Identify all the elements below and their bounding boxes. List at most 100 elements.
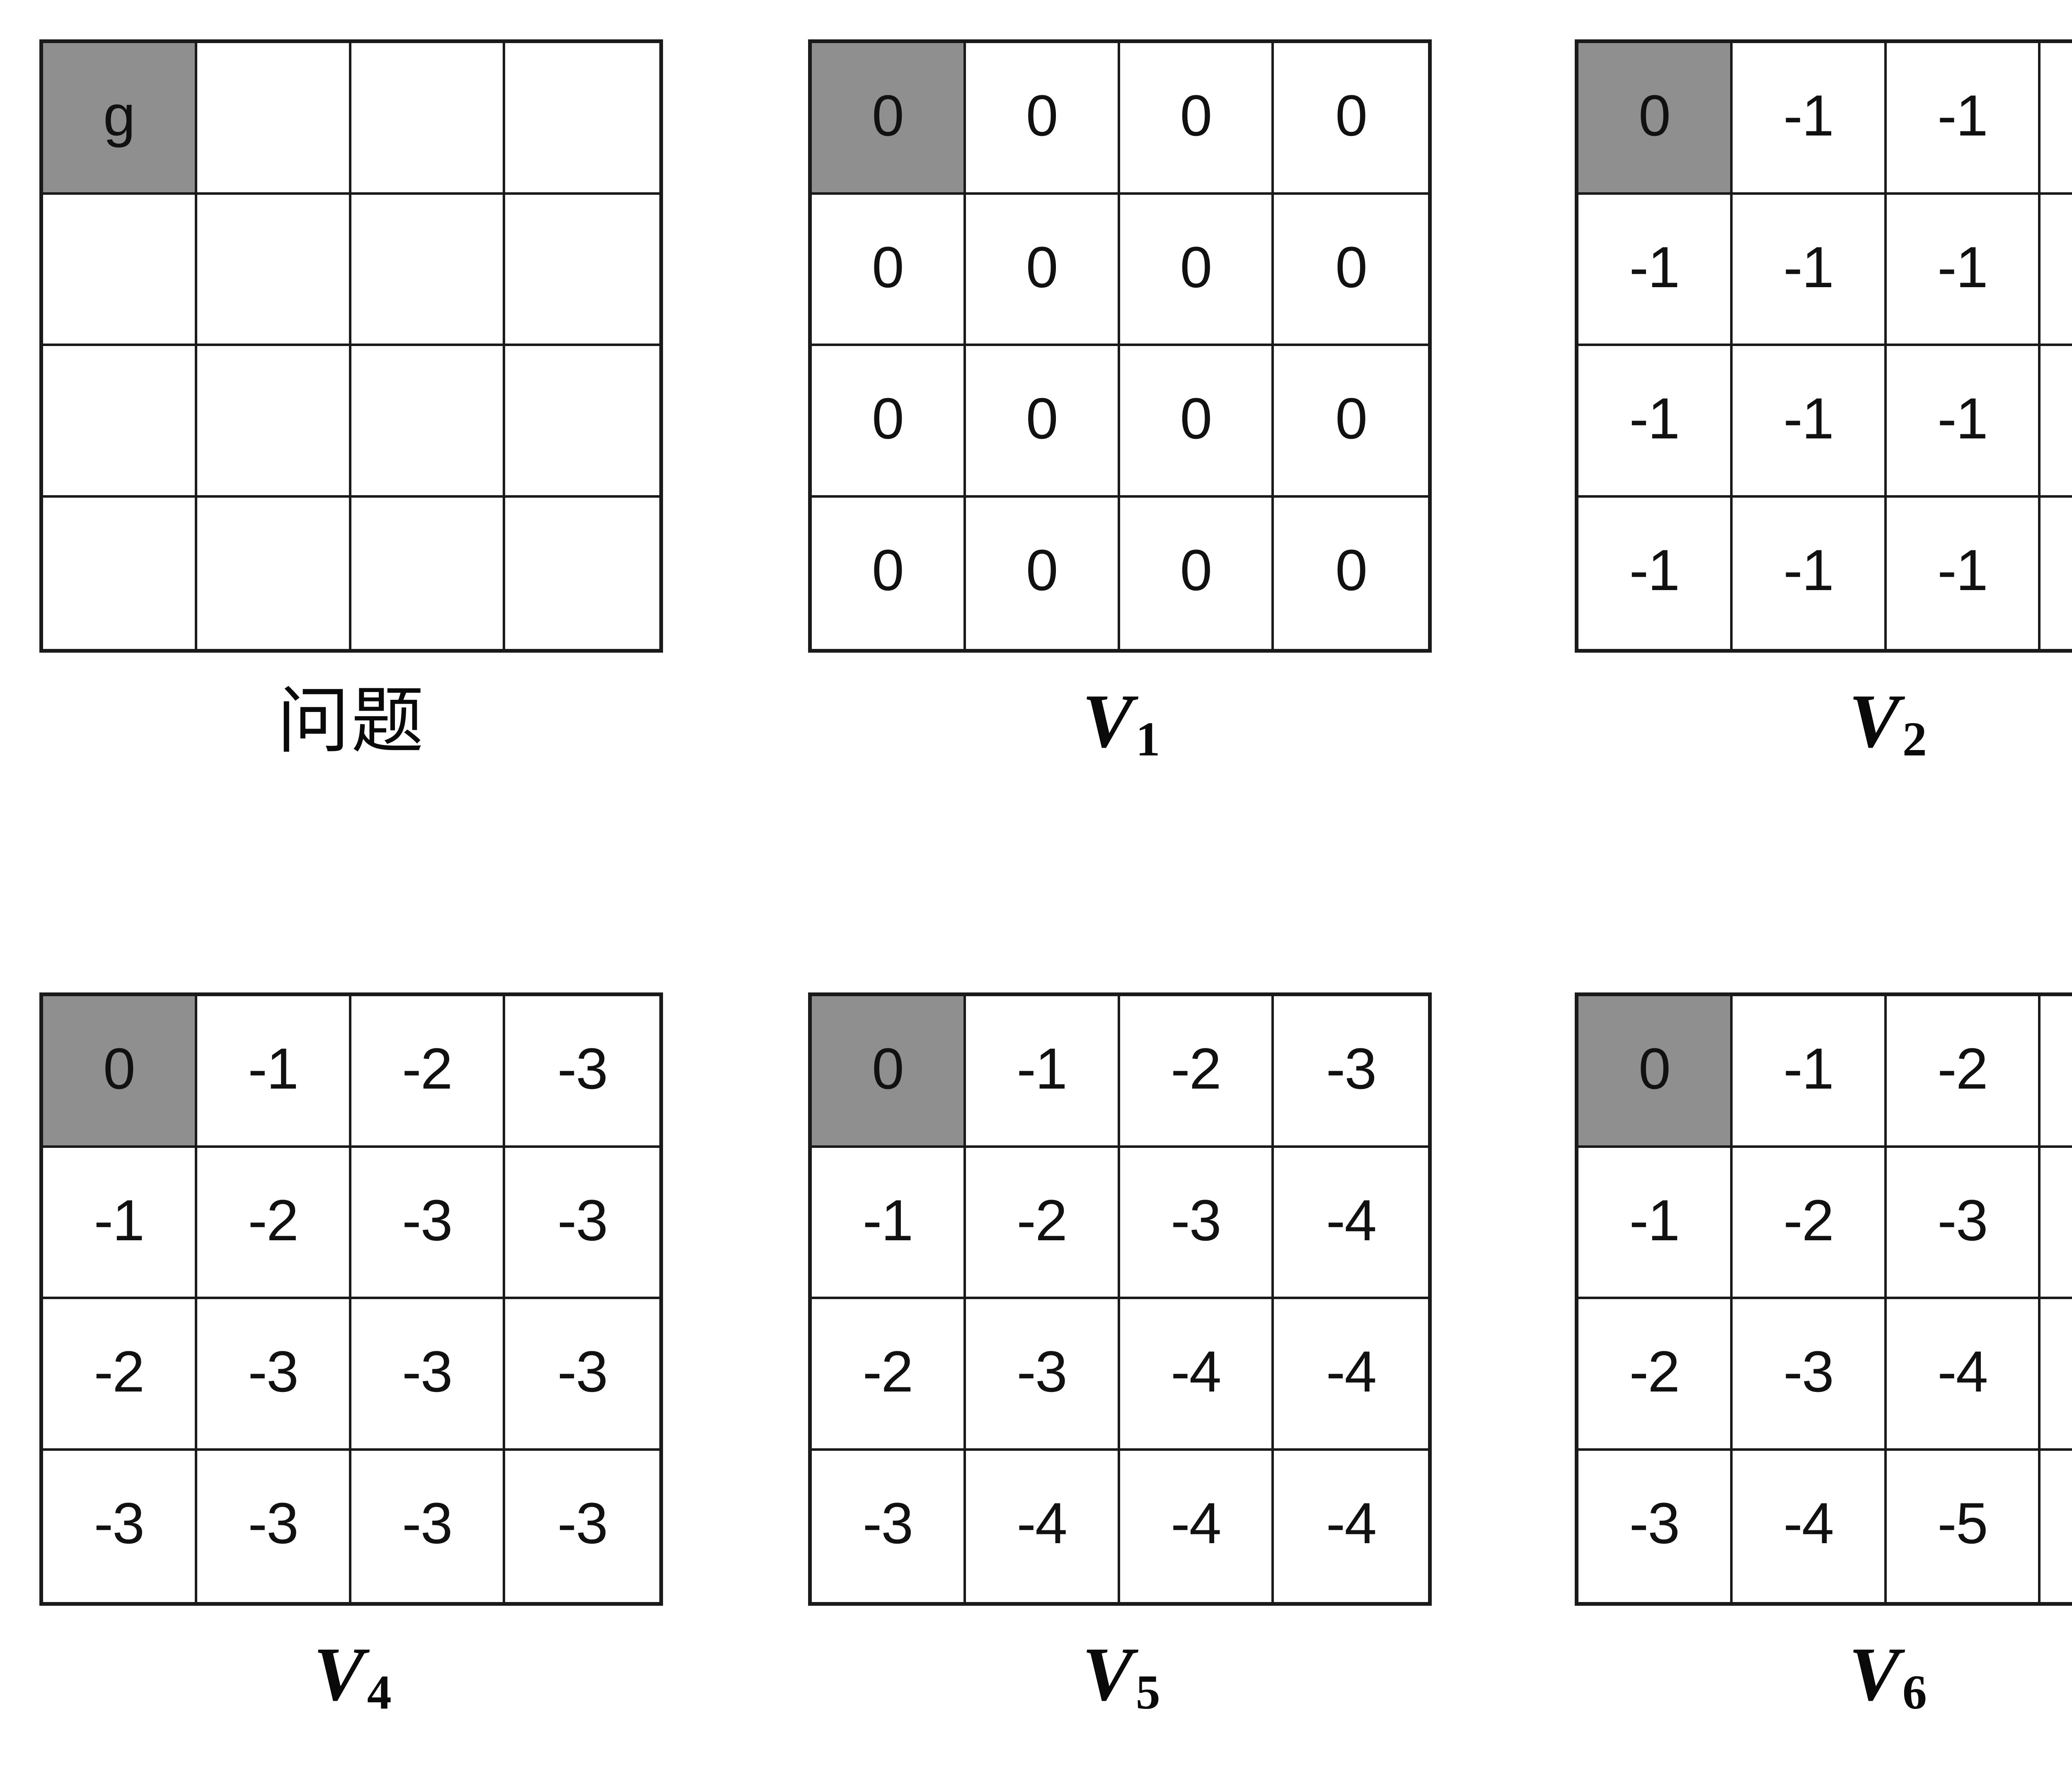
cell-v1-r3-c3[interactable]: 0 [1274, 497, 1428, 649]
caption-symbol: V [313, 1631, 365, 1717]
cell-v1-r0-c0[interactable]: 0 [812, 43, 966, 195]
cell-v5-r2-c0[interactable]: -2 [812, 1299, 966, 1451]
cell-problem-r2-c2[interactable] [351, 346, 506, 498]
cell-v1-r0-c3[interactable]: 0 [1274, 43, 1428, 195]
cell-v6-r3-c3[interactable]: -5 [2041, 1450, 2072, 1602]
cell-v2-r1-c0[interactable]: -1 [1578, 194, 1733, 346]
cell-problem-r0-c3[interactable] [505, 43, 659, 195]
cell-v6-r3-c1[interactable]: -4 [1732, 1450, 1887, 1602]
cell-v6-r1-c3[interactable]: -4 [2041, 1147, 2072, 1299]
cell-v6-r1-c1[interactable]: -2 [1732, 1147, 1887, 1299]
cell-problem-r1-c2[interactable] [351, 194, 506, 346]
cell-problem-r0-c0[interactable]: g [43, 43, 197, 195]
cell-v1-r3-c0[interactable]: 0 [812, 497, 966, 649]
cell-v5-r1-c0[interactable]: -1 [812, 1147, 966, 1299]
cell-v2-r3-c1[interactable]: -1 [1732, 497, 1887, 649]
cell-v2-r2-c1[interactable]: -1 [1732, 346, 1887, 498]
cell-v4-r3-c2[interactable]: -3 [351, 1450, 506, 1602]
cell-value: 0 [1335, 537, 1368, 603]
cell-v2-r1-c3[interactable]: -1 [2041, 194, 2072, 346]
cell-v2-r0-c1[interactable]: -1 [1732, 43, 1887, 195]
cell-v6-r2-c1[interactable]: -3 [1732, 1299, 1887, 1451]
cell-v6-r0-c3[interactable]: -3 [2041, 996, 2072, 1148]
cell-v1-r0-c1[interactable]: 0 [966, 43, 1120, 195]
cell-v4-r0-c1[interactable]: -1 [197, 996, 351, 1148]
cell-v1-r1-c2[interactable]: 0 [1120, 194, 1274, 346]
cell-value: -5 [1937, 1490, 1988, 1556]
cell-v5-r2-c3[interactable]: -4 [1274, 1299, 1428, 1451]
cell-v2-r3-c0[interactable]: -1 [1578, 497, 1733, 649]
cell-v1-r2-c3[interactable]: 0 [1274, 346, 1428, 498]
cell-v4-r1-c1[interactable]: -2 [197, 1147, 351, 1299]
cell-v6-r2-c2[interactable]: -4 [1886, 1299, 2041, 1451]
cell-problem-r3-c2[interactable] [351, 497, 506, 649]
cell-problem-r3-c1[interactable] [197, 497, 351, 649]
cell-v6-r2-c3[interactable]: -5 [2041, 1299, 2072, 1451]
cell-v5-r0-c1[interactable]: -1 [966, 996, 1120, 1148]
cell-v5-r3-c2[interactable]: -4 [1120, 1450, 1274, 1602]
cell-v5-r3-c1[interactable]: -4 [966, 1450, 1120, 1602]
cell-v1-r2-c0[interactable]: 0 [812, 346, 966, 498]
cell-problem-r1-c0[interactable] [43, 194, 197, 346]
cell-v1-r1-c3[interactable]: 0 [1274, 194, 1428, 346]
cell-v6-r1-c2[interactable]: -3 [1886, 1147, 2041, 1299]
cell-v6-r1-c0[interactable]: -1 [1578, 1147, 1733, 1299]
cell-v1-r3-c1[interactable]: 0 [966, 497, 1120, 649]
cell-problem-r0-c2[interactable] [351, 43, 506, 195]
cell-v6-r2-c0[interactable]: -2 [1578, 1299, 1733, 1451]
cell-problem-r2-c3[interactable] [505, 346, 659, 498]
cell-v5-r2-c2[interactable]: -4 [1120, 1299, 1274, 1451]
cell-v2-r0-c3[interactable]: -1 [2041, 43, 2072, 195]
cell-v1-r1-c1[interactable]: 0 [966, 194, 1120, 346]
cell-v6-r3-c2[interactable]: -5 [1886, 1450, 2041, 1602]
cell-problem-r1-c1[interactable] [197, 194, 351, 346]
cell-v5-r2-c1[interactable]: -3 [966, 1299, 1120, 1451]
cell-v2-r3-c2[interactable]: -1 [1886, 497, 2041, 649]
cell-v1-r1-c0[interactable]: 0 [812, 194, 966, 346]
cell-v2-r3-c3[interactable]: -1 [2041, 497, 2072, 649]
cell-v4-r0-c0[interactable]: 0 [43, 996, 197, 1148]
cell-v5-r3-c3[interactable]: -4 [1274, 1450, 1428, 1602]
cell-v2-r2-c3[interactable]: -1 [2041, 346, 2072, 498]
cell-v5-r1-c3[interactable]: -4 [1274, 1147, 1428, 1299]
cell-v2-r2-c0[interactable]: -1 [1578, 346, 1733, 498]
cell-problem-r2-c0[interactable] [43, 346, 197, 498]
cell-v6-r0-c0[interactable]: 0 [1578, 996, 1733, 1148]
cell-v2-r1-c2[interactable]: -1 [1886, 194, 2041, 346]
cell-v5-r0-c3[interactable]: -3 [1274, 996, 1428, 1148]
cell-v6-r0-c1[interactable]: -1 [1732, 996, 1887, 1148]
cell-problem-r2-c1[interactable] [197, 346, 351, 498]
cell-problem-r0-c1[interactable] [197, 43, 351, 195]
cell-v4-r3-c3[interactable]: -3 [505, 1450, 659, 1602]
cell-v5-r0-c0[interactable]: 0 [812, 996, 966, 1148]
cell-v1-r3-c2[interactable]: 0 [1120, 497, 1274, 649]
cell-v4-r1-c0[interactable]: -1 [43, 1147, 197, 1299]
cell-v5-r3-c0[interactable]: -3 [812, 1450, 966, 1602]
cell-v5-r1-c2[interactable]: -3 [1120, 1147, 1274, 1299]
cell-v4-r1-c2[interactable]: -3 [351, 1147, 506, 1299]
cell-v1-r2-c2[interactable]: 0 [1120, 346, 1274, 498]
cell-v4-r2-c1[interactable]: -3 [197, 1299, 351, 1451]
cell-v2-r0-c0[interactable]: 0 [1578, 43, 1733, 195]
cell-v4-r3-c1[interactable]: -3 [197, 1450, 351, 1602]
cell-v4-r0-c2[interactable]: -2 [351, 996, 506, 1148]
cell-problem-r3-c0[interactable] [43, 497, 197, 649]
cell-v4-r1-c3[interactable]: -3 [505, 1147, 659, 1299]
cell-v1-r2-c1[interactable]: 0 [966, 346, 1120, 498]
cell-v4-r2-c0[interactable]: -2 [43, 1299, 197, 1451]
cell-v1-r0-c2[interactable]: 0 [1120, 43, 1274, 195]
cell-v5-r1-c1[interactable]: -2 [966, 1147, 1120, 1299]
cell-v4-r0-c3[interactable]: -3 [505, 996, 659, 1148]
cell-v2-r1-c1[interactable]: -1 [1732, 194, 1887, 346]
cell-v2-r0-c2[interactable]: -1 [1886, 43, 2041, 195]
cell-v6-r3-c0[interactable]: -3 [1578, 1450, 1733, 1602]
cell-v4-r2-c2[interactable]: -3 [351, 1299, 506, 1451]
cell-v4-r3-c0[interactable]: -3 [43, 1450, 197, 1602]
cell-v2-r2-c2[interactable]: -1 [1886, 346, 2041, 498]
cell-problem-r3-c3[interactable] [505, 497, 659, 649]
cell-v4-r2-c3[interactable]: -3 [505, 1299, 659, 1451]
cell-v6-r0-c2[interactable]: -2 [1886, 996, 2041, 1148]
cell-problem-r1-c3[interactable] [505, 194, 659, 346]
cell-v5-r0-c2[interactable]: -2 [1120, 996, 1274, 1148]
cell-value: 0 [1026, 386, 1058, 451]
